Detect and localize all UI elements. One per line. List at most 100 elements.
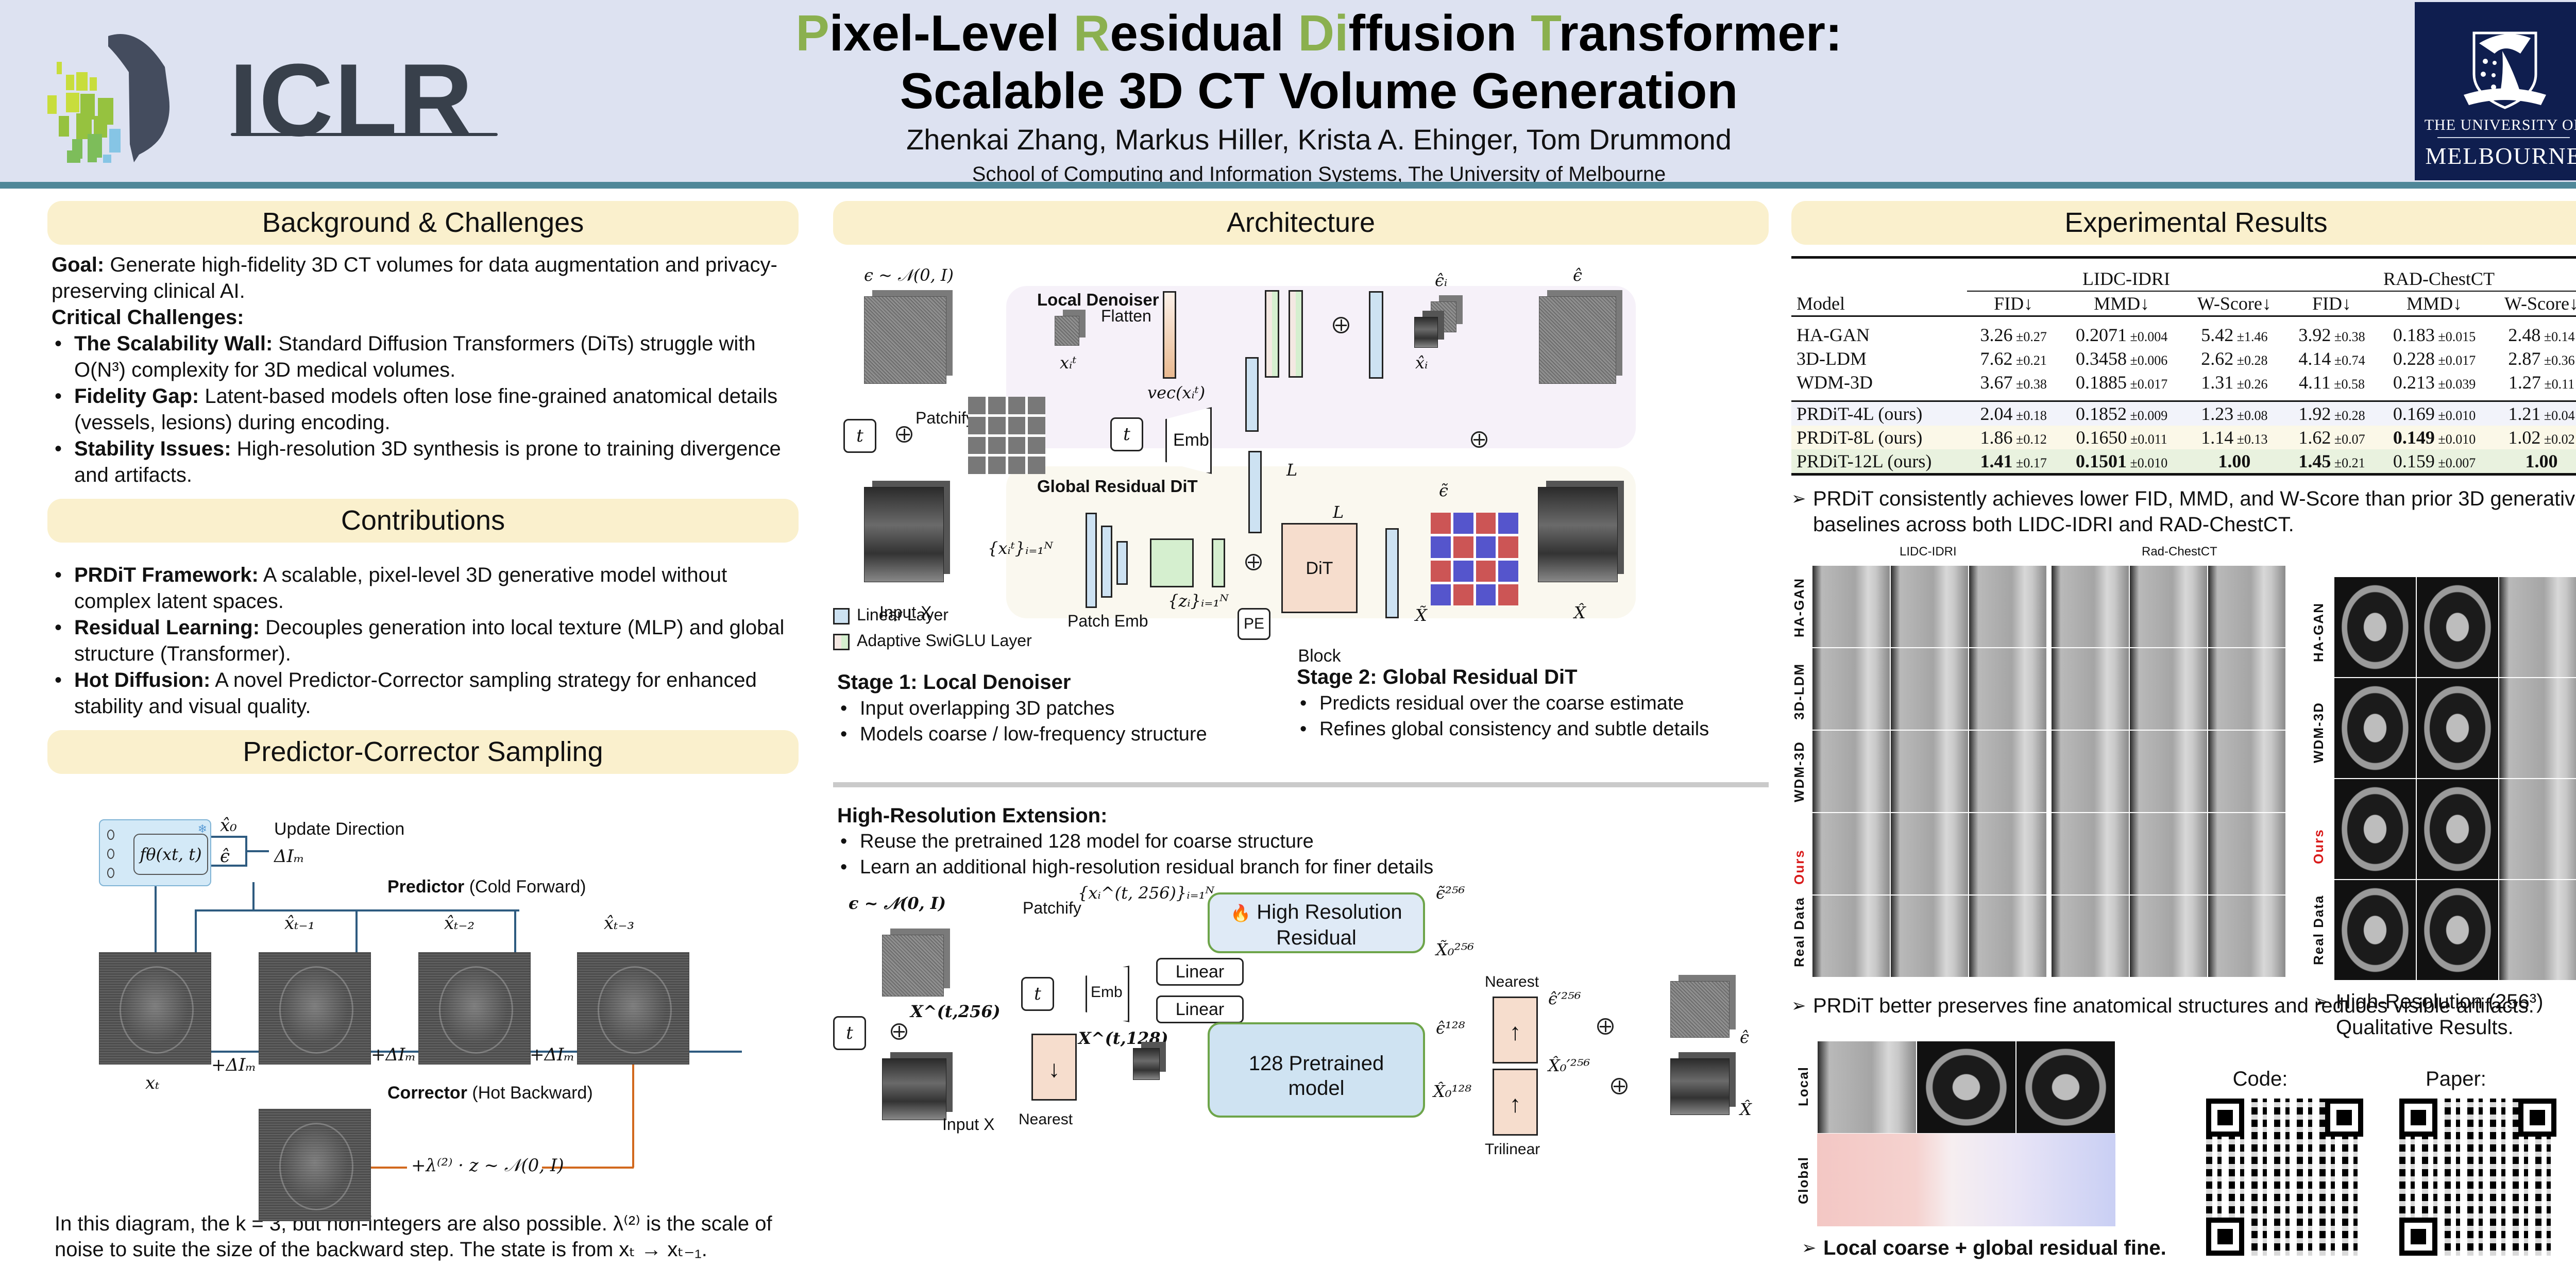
hires-ct-sample-image	[2499, 779, 2576, 880]
token-sequence-block	[1150, 538, 1194, 587]
metric-cell: 5.42 ±1.46	[2201, 325, 2268, 345]
section-header-predictor-corrector: Predictor-Corrector Sampling	[47, 730, 799, 774]
flattened-vector-bar	[1163, 291, 1176, 379]
metric-cell: 4.14 ±0.74	[2298, 348, 2365, 369]
patch-set-label: {xᵢᵗ}ᵢ₌₁ᴺ	[988, 538, 1053, 558]
trilinear-label: Trilinear	[1485, 1141, 1540, 1158]
network-node-icon	[107, 868, 114, 878]
linear-layer-block	[1385, 528, 1399, 618]
add-operator-icon	[1245, 554, 1262, 570]
qual-row-label: 3D-LDM	[1791, 663, 1807, 720]
title-accent-letter: P	[795, 5, 829, 61]
column-header: MMD↓	[2406, 293, 2463, 314]
add-operator-icon	[1471, 431, 1487, 448]
predictor-label: Predictor (Cold Forward)	[387, 877, 586, 897]
title-accent-letter: R	[1073, 5, 1110, 61]
model-name-cell: HA-GAN	[1797, 325, 1870, 345]
metric-cell: 1.92 ±0.28	[2285, 401, 2379, 426]
output-noise-cube	[1670, 981, 1730, 1038]
table-header-row: Model FID↓ MMD↓ W-Score↓ FID↓ MMD↓ W-Sco…	[1791, 291, 2576, 316]
downsample-nearest-block: ↓	[1031, 1034, 1077, 1101]
hires-ct-sample-image	[2416, 577, 2499, 678]
metric-cell: 1.00	[2183, 449, 2285, 475]
noise-volume-cube	[864, 296, 946, 384]
column-header: Model	[1797, 293, 1845, 314]
state-label: xₜ	[145, 1073, 160, 1093]
challenges-list: The Scalability Wall: Standard Diffusion…	[52, 331, 799, 488]
dit-block: DiT Block	[1281, 523, 1358, 666]
metric-cell: 0.213 ±0.039	[2393, 372, 2476, 393]
vectorized-patch-label: vec(xᵢᵗ)	[1147, 383, 1206, 402]
sagittal-ct-sample-image	[2208, 813, 2286, 895]
eps-hat-label: ϵ̂	[220, 846, 230, 867]
column-header: W-Score↓	[2504, 293, 2576, 314]
network-node-icon	[107, 830, 114, 840]
eps-hat-128-label: ϵ̂¹²⁸	[1436, 1018, 1465, 1038]
sagittal-ct-sample-image	[2129, 648, 2208, 730]
metric-cell: 3.26 ±0.27	[1980, 325, 2047, 345]
metric-cell: 1.45 ±0.21	[2285, 449, 2379, 475]
column-header: MMD↓	[2094, 293, 2150, 314]
pretrained-128-model-box: 128 Pretrained model	[1208, 1022, 1425, 1118]
arrow-up-to-network	[155, 886, 157, 952]
update-direction-label: Update Direction	[274, 819, 405, 839]
nearest-down-label: Nearest	[1019, 1111, 1073, 1128]
paper-qr-code[interactable]	[2399, 1099, 2556, 1256]
logo-rule	[2437, 137, 2570, 138]
sagittal-ct-sample-image	[1969, 648, 2047, 730]
predicted-ct-slice-image	[577, 952, 689, 1065]
global-residual-heatmap	[1817, 1134, 2115, 1226]
poster-header: ICLR Pixel-Level Residual Diffusion Tran…	[0, 0, 2576, 185]
metric-cell: 2.04 ±0.18	[1967, 401, 2060, 426]
x-t-256-label: X^(t,256)	[910, 1002, 1001, 1021]
contribution-item: Residual Learning: Decouples generation …	[52, 615, 799, 667]
network-node-icon	[107, 849, 114, 859]
sagittal-ct-sample-image	[2129, 895, 2208, 977]
iclr-underline	[231, 133, 498, 136]
code-qr-code[interactable]	[2206, 1099, 2363, 1256]
challenges-label: Critical Challenges:	[52, 306, 244, 329]
sagittal-ct-sample-image	[1890, 730, 1969, 813]
metric-cell: 0.1501 ±0.010	[2060, 449, 2183, 475]
add-operator-icon	[1333, 317, 1349, 333]
metric-cell: 0.183 ±0.015	[2393, 325, 2476, 345]
noise-distribution-label: ϵ ~ 𝒩(0, I)	[849, 893, 946, 913]
model-name-cell: PRDiT-12L (ours)	[1791, 449, 1968, 475]
upsample-trilinear-block: ↑	[1493, 1069, 1538, 1136]
predicted-ct-slice-image	[418, 952, 531, 1065]
metric-cell: 0.228 ±0.017	[2393, 348, 2476, 369]
metric-cell: 0.1650 ±0.011	[2060, 426, 2183, 449]
delta-label: ΔIₘ	[274, 846, 304, 867]
x-prime-256-label: X̂₀′²⁵⁶	[1548, 1056, 1590, 1075]
title-text: esidual	[1110, 5, 1298, 61]
corrector-arrow	[371, 1167, 407, 1169]
x-i-hat-label: x̂ᵢ	[1415, 353, 1428, 373]
metric-cell: 3.92 ±0.38	[2298, 325, 2365, 345]
linear-layer-block	[1086, 513, 1097, 608]
hires-ct-sample-image	[2416, 779, 2499, 880]
university-of-melbourne-logo: THE UNIVERSITY OF MELBOURNE	[2415, 2, 2576, 180]
sagittal-ct-sample-image	[2129, 565, 2208, 648]
stage1-description: Stage 1: Local Denoiser Input overlappin…	[837, 669, 1207, 747]
flame-trainable-icon: 🔥	[1230, 904, 1251, 922]
token-block	[1212, 538, 1225, 587]
qualitative-note: PRDiT better preserves fine anatomical s…	[1791, 993, 2576, 1019]
patchify-label: Patchify	[1023, 899, 1081, 917]
x-t-128-label: X^(t,128)	[1078, 1028, 1168, 1048]
linear-layer-swatch	[833, 607, 850, 624]
qual-column-label: Rad-ChestCT	[2142, 545, 2217, 559]
local-ct-image	[1917, 1041, 2016, 1134]
left-column: Background & Challenges Goal: Generate h…	[47, 201, 799, 1262]
x-tilde-256-label: X̃₀²⁵⁶	[1436, 940, 1475, 959]
metric-cell: 1.21 ±0.04	[2490, 401, 2576, 426]
patch-label: xᵢᵗ	[1060, 353, 1077, 373]
linear-layer-block	[1248, 451, 1262, 533]
noisy-ct-slice-image	[99, 952, 211, 1065]
sagittal-ct-sample-image	[2208, 730, 2286, 813]
metric-cell: 2.62 ±0.28	[2201, 348, 2268, 369]
affiliation: School of Computing and Information Syst…	[972, 163, 1666, 185]
